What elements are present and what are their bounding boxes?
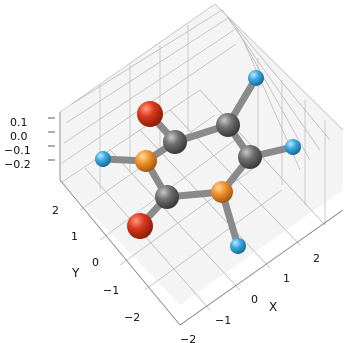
grid-line <box>59 3 216 113</box>
y-tick-label: −2 <box>124 311 140 324</box>
grid-line <box>235 27 311 161</box>
grid-line <box>221 9 331 141</box>
atom-n <box>211 181 233 203</box>
x-tick-label: 2 <box>313 252 320 265</box>
grid-line <box>61 89 201 183</box>
atom-c <box>163 130 187 154</box>
x-axis-label: X <box>269 300 277 314</box>
atom-n <box>135 150 157 172</box>
grid-line <box>119 164 259 266</box>
atom-c <box>155 185 179 209</box>
atom-h <box>285 139 301 155</box>
y-tick-label: 2 <box>52 204 59 217</box>
x-tick-label: 0 <box>251 293 258 306</box>
grid-line <box>71 9 223 105</box>
grid-line <box>65 17 229 124</box>
x-tick-label: 1 <box>283 272 290 285</box>
atom-o <box>137 101 163 127</box>
x-tick-label: −1 <box>215 314 231 327</box>
x-tick-label: −2 <box>180 333 196 343</box>
atom-c <box>216 113 240 137</box>
z-tick-label: 0.0 <box>10 130 28 143</box>
atom-h <box>95 151 111 167</box>
x-axis-line <box>179 209 344 326</box>
axis-edges <box>59 112 344 326</box>
x-axis-ticks: −2 −1 0 1 2 X <box>180 252 320 343</box>
y-axis-label: Y <box>71 266 80 280</box>
grid-line <box>109 149 241 291</box>
z-tick-label: 0.1 <box>10 116 28 129</box>
y-tick-label: −1 <box>103 284 119 297</box>
grid-line <box>84 167 211 311</box>
grid-line <box>144 189 283 291</box>
atoms <box>95 70 301 254</box>
z-tick-label: −0.1 <box>4 144 31 157</box>
y-axis-line <box>59 179 181 326</box>
z-axis-ticks: 0.1 0.0 −0.1 −0.2 <box>4 116 55 171</box>
y-axis-ticks: 2 1 0 −1 −2 Y <box>52 204 140 324</box>
atom-c <box>238 145 262 169</box>
grid-line <box>214 3 344 131</box>
atom-o <box>127 213 153 239</box>
y-tick-label: 1 <box>71 230 78 243</box>
atom-h <box>230 238 246 254</box>
z-tick-label: −0.2 <box>4 158 31 171</box>
y-tick-label: 0 <box>92 256 99 269</box>
atom-h <box>248 70 264 86</box>
grid-line <box>63 29 235 144</box>
grid-lines <box>59 3 344 311</box>
